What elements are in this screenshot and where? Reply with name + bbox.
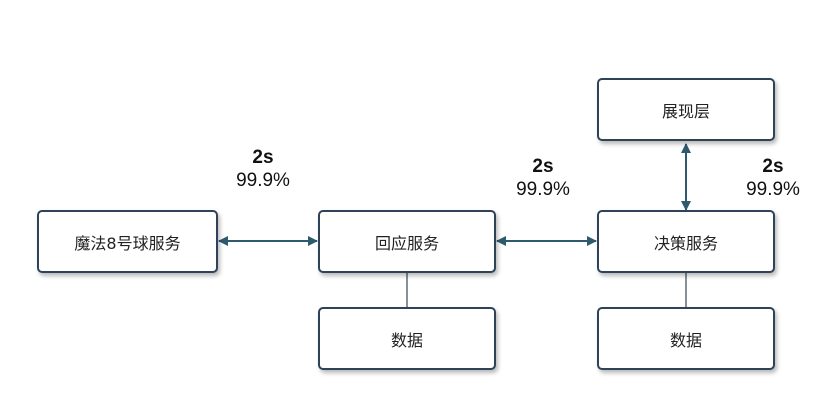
- availability-label: 99.9%: [746, 179, 800, 200]
- echo-data-label: 数据: [390, 330, 423, 350]
- presentation-layer-label: 展现层: [661, 101, 710, 121]
- magic8ball-service-label: 魔法8号球服务: [74, 233, 181, 253]
- availability-label: 99.9%: [516, 179, 570, 200]
- availability-label: 99.9%: [236, 170, 290, 191]
- metric-magic-echo: 2s 99.9%: [218, 146, 308, 192]
- decision-data-box: 数据: [597, 307, 775, 370]
- decision-data-label: 数据: [669, 330, 702, 350]
- metric-echo-decision: 2s 99.9%: [498, 155, 588, 201]
- echo-service-box: 回应服务: [318, 210, 496, 273]
- echo-data-box: 数据: [318, 307, 496, 370]
- latency-label: 2s: [252, 147, 274, 168]
- echo-service-label: 回应服务: [374, 233, 439, 253]
- metric-decision-presentation: 2s 99.9%: [728, 155, 818, 201]
- decision-service-box: 决策服务: [597, 210, 775, 273]
- presentation-layer-box: 展现层: [597, 78, 775, 141]
- decision-service-label: 决策服务: [653, 233, 718, 253]
- magic8ball-service-box: 魔法8号球服务: [37, 210, 218, 273]
- latency-label: 2s: [532, 156, 554, 177]
- latency-label: 2s: [762, 156, 784, 177]
